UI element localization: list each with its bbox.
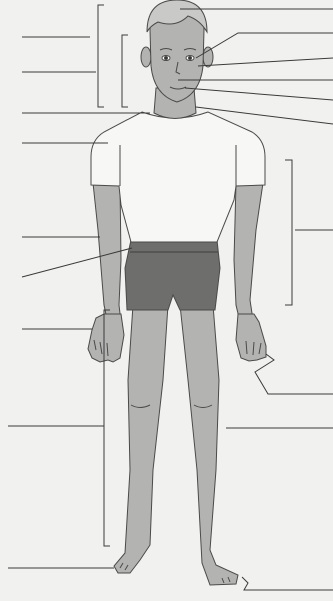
human-figure (88, 0, 266, 585)
left-hand (236, 314, 266, 361)
right-pupil (165, 57, 168, 60)
right-ear (141, 47, 151, 67)
bracket-head (98, 5, 104, 107)
leader-line-right-2 (196, 33, 333, 58)
leader-line-right-10 (242, 577, 333, 590)
right-arm (93, 183, 121, 324)
right-hand (88, 314, 124, 362)
bracket-face (122, 35, 128, 107)
shorts (125, 240, 220, 310)
bracket-arm (285, 160, 292, 305)
left-ear (203, 47, 213, 67)
leader-line-right-3 (198, 58, 333, 66)
left-pupil (189, 57, 192, 60)
left-leg (180, 305, 238, 585)
leader-line-right-5 (185, 88, 333, 100)
leader-line-right-8 (255, 354, 333, 394)
left-arm (234, 183, 263, 322)
